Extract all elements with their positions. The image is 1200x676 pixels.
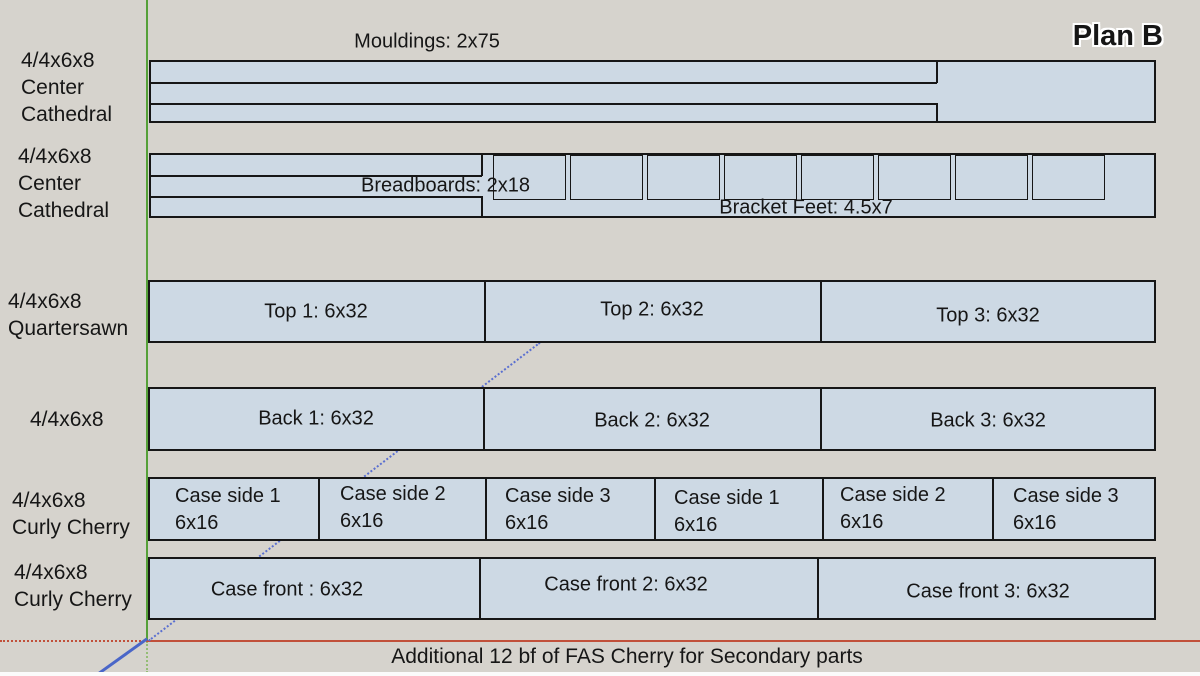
cut-label-line: 6x16 (505, 512, 549, 534)
cut-divider-line (822, 479, 824, 539)
board-case-sides[interactable]: Case side 1 6x16 Case side 2 6x16 Case s… (148, 477, 1156, 541)
bracket-foot-cut[interactable] (1032, 155, 1105, 200)
board-label-line: 4/4x6x8 (8, 290, 82, 313)
board-label-line: Cathedral (21, 103, 113, 126)
page-title: Plan B (1072, 20, 1163, 52)
board-label-line: Curly Cherry (14, 588, 132, 611)
board-backs[interactable]: Back 1: 6x32 Back 2: 6x32 Back 3: 6x32 (148, 387, 1156, 451)
cut-divider-line (483, 389, 485, 449)
bracket-foot-cut[interactable] (570, 155, 643, 200)
board-label-4: 4/4x6x8 (30, 406, 104, 433)
board-label-line: 4/4x6x8 (14, 561, 88, 584)
board-label-line: Quartersawn (8, 317, 129, 340)
bracket-foot-cut[interactable] (724, 155, 797, 200)
cut-label-case-side-1: Case side 1 6x16 (175, 483, 281, 537)
board-mouldings[interactable] (149, 60, 1156, 123)
cut-divider-line (318, 479, 320, 539)
cut-label-back-3: Back 3: 6x32 (930, 409, 1046, 432)
moulding-cut-line (151, 103, 937, 105)
cut-divider-line (817, 559, 819, 618)
breadboard-cut-line (151, 196, 482, 198)
cut-divider-line (654, 479, 656, 539)
board-label-line: Curly Cherry (12, 516, 130, 539)
board-tops[interactable]: Top 1: 6x32 Top 2: 6x32 Top 3: 6x32 (148, 280, 1156, 343)
red-axis-dotted-line (0, 640, 148, 642)
bottom-edge-strip (0, 672, 1200, 676)
board-case-fronts[interactable]: Case front : 6x32 Case front 2: 6x32 Cas… (148, 557, 1156, 620)
bracket-foot-cut[interactable] (801, 155, 874, 200)
cut-label-case-front-3: Case front 3: 6x32 (906, 580, 1070, 603)
board-label-line: Center (21, 76, 85, 99)
cut-label-case-side-4: Case side 1 6x16 (674, 485, 780, 539)
moulding-cut-line (151, 82, 937, 84)
breadboard-end-line (481, 155, 483, 176)
cut-label-line: Case side 1 (175, 485, 281, 507)
mouldings-annotation: Mouldings: 2x75 (354, 30, 500, 53)
cut-label-case-side-2: Case side 2 6x16 (340, 481, 446, 535)
cut-label-line: Case side 2 (340, 483, 446, 505)
board-label-line: Center (18, 172, 82, 195)
cut-label-case-front-2: Case front 2: 6x32 (544, 573, 708, 596)
board-label-1: 4/4x6x8 Center Cathedral (21, 47, 112, 128)
breadboards-annotation: Breadboards: 2x18 (361, 174, 531, 197)
cut-label-line: Case side 3 (505, 485, 611, 507)
red-axis-line (148, 640, 1200, 642)
board-label-2: 4/4x6x8 Center Cathedral (18, 143, 109, 224)
bracket-foot-cut[interactable] (955, 155, 1028, 200)
board-label-3: 4/4x6x8 Quartersawn (8, 288, 128, 342)
cut-label-case-side-5: Case side 2 6x16 (840, 482, 946, 536)
board-label-5: 4/4x6x8 Curly Cherry (12, 487, 130, 541)
cut-divider-line (992, 479, 994, 539)
bracket-foot-cut[interactable] (878, 155, 951, 200)
breadboard-end-line (481, 196, 483, 216)
cut-label-case-side-6: Case side 3 6x16 (1013, 483, 1119, 537)
board-label-line: 4/4x6x8 (12, 489, 86, 512)
green-axis-dotted-line (146, 641, 148, 673)
cut-label-case-side-3: Case side 3 6x16 (505, 483, 611, 537)
cut-label-back-1: Back 1: 6x32 (258, 407, 374, 430)
cut-label-line: Case side 1 (674, 487, 780, 509)
blue-axis-line (96, 637, 148, 676)
moulding-end-line (936, 62, 938, 83)
cut-label-line: 6x16 (840, 511, 884, 533)
bracket-feet-annotation: Bracket Feet: 4.5x7 (719, 196, 893, 219)
cut-label-line: 6x16 (340, 510, 384, 532)
cut-divider-line (479, 559, 481, 618)
cut-label-line: Case side 2 (840, 484, 946, 506)
board-label-line: 4/4x6x8 (21, 49, 95, 72)
bracket-foot-cut[interactable] (647, 155, 720, 200)
cut-label-top-3: Top 3: 6x32 (936, 304, 1040, 327)
cut-label-case-front-1: Case front : 6x32 (210, 578, 364, 601)
board-label-line: 4/4x6x8 (30, 408, 104, 431)
cut-divider-line (485, 479, 487, 539)
cut-divider-line (820, 389, 822, 449)
cut-label-top-1: Top 1: 6x32 (264, 300, 368, 323)
cut-divider-line (484, 282, 486, 341)
green-axis-line (146, 0, 148, 641)
board-label-6: 4/4x6x8 Curly Cherry (14, 559, 132, 613)
cut-label-back-2: Back 2: 6x32 (594, 409, 710, 432)
secondary-parts-note: Additional 12 bf of FAS Cherry for Secon… (391, 645, 863, 668)
cut-label-line: 6x16 (674, 514, 718, 536)
cut-label-line: 6x16 (1013, 512, 1057, 534)
board-label-line: 4/4x6x8 (18, 145, 92, 168)
bracket-foot-cut[interactable] (493, 155, 566, 200)
cut-label-line: 6x16 (175, 512, 219, 534)
board-breadboards-bracket-feet[interactable]: Breadboards: 2x18 Bracket Feet: 4.5x7 (149, 153, 1156, 219)
cut-divider-line (820, 282, 822, 341)
board-label-line: Cathedral (18, 199, 110, 222)
moulding-end-line (936, 103, 938, 121)
cut-label-line: Case side 3 (1013, 485, 1119, 507)
breadboard-cut-line (151, 175, 482, 177)
cut-label-top-2: Top 2: 6x32 (600, 298, 704, 321)
